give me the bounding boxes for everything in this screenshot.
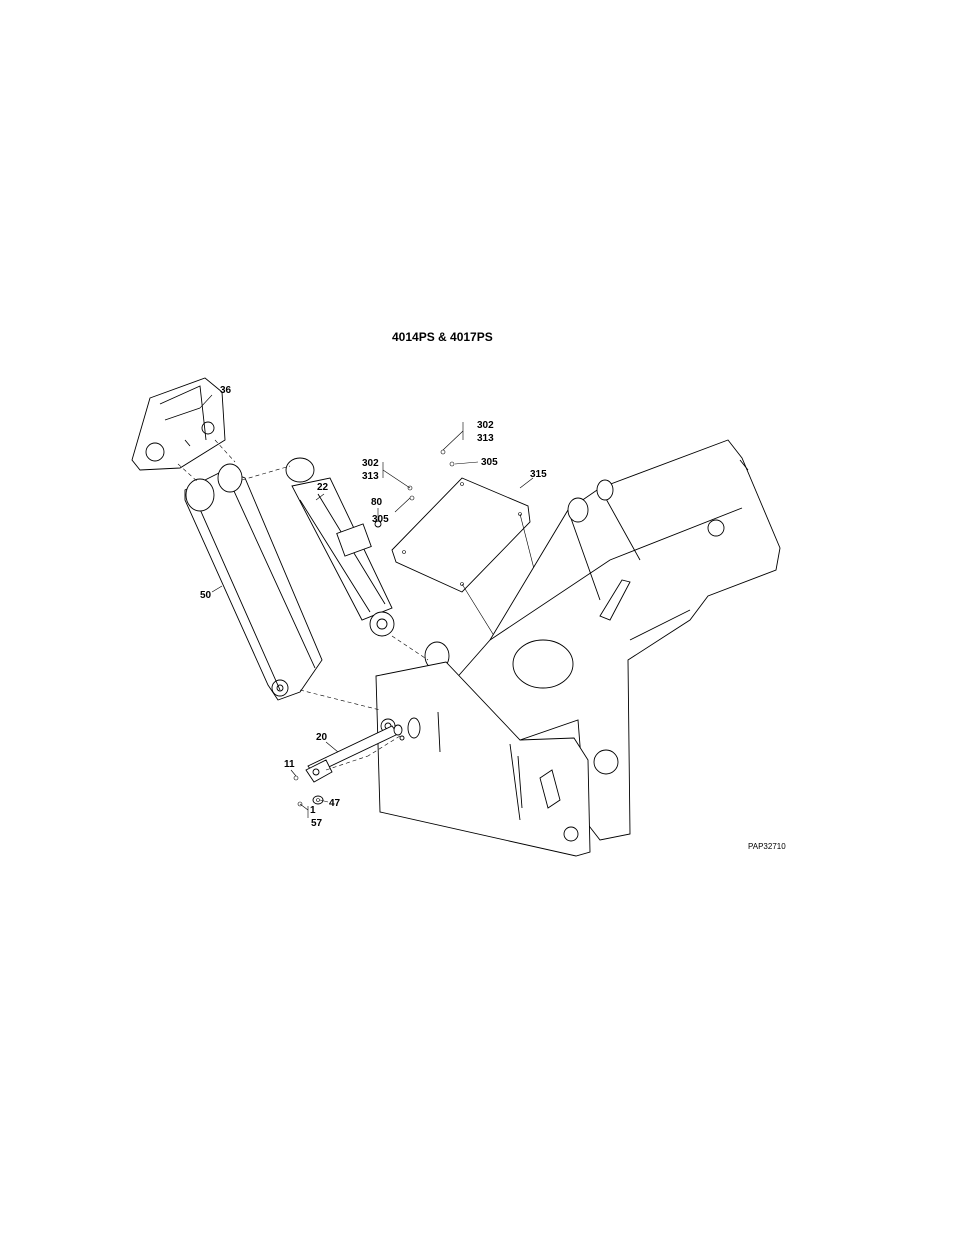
- callout-11: 11: [284, 759, 295, 770]
- callout-80: 80: [371, 497, 383, 508]
- callout-302-top: 302: [477, 420, 494, 431]
- callout-57: 57: [311, 818, 323, 829]
- callout-305-top: 305: [481, 457, 498, 468]
- callout-302-left: 302: [362, 458, 379, 469]
- callout-313-top: 313: [477, 433, 494, 444]
- drawing-code: PAP32710: [748, 842, 786, 851]
- callout-36: 36: [220, 385, 232, 396]
- callout-47: 47: [329, 798, 341, 809]
- hardware-small-parts: [294, 776, 323, 806]
- boom-frame-assembly: [376, 440, 780, 856]
- bracket-part-36: [132, 378, 225, 470]
- callout-50: 50: [200, 590, 212, 601]
- callout-1: 1: [310, 805, 316, 816]
- hydraulic-cylinder-part-22: [286, 458, 394, 636]
- callout-315: 315: [530, 469, 547, 480]
- callout-313-left: 313: [362, 471, 379, 482]
- callout-20: 20: [316, 732, 328, 743]
- callout-305-left: 305: [372, 514, 389, 525]
- callout-22: 22: [317, 482, 329, 493]
